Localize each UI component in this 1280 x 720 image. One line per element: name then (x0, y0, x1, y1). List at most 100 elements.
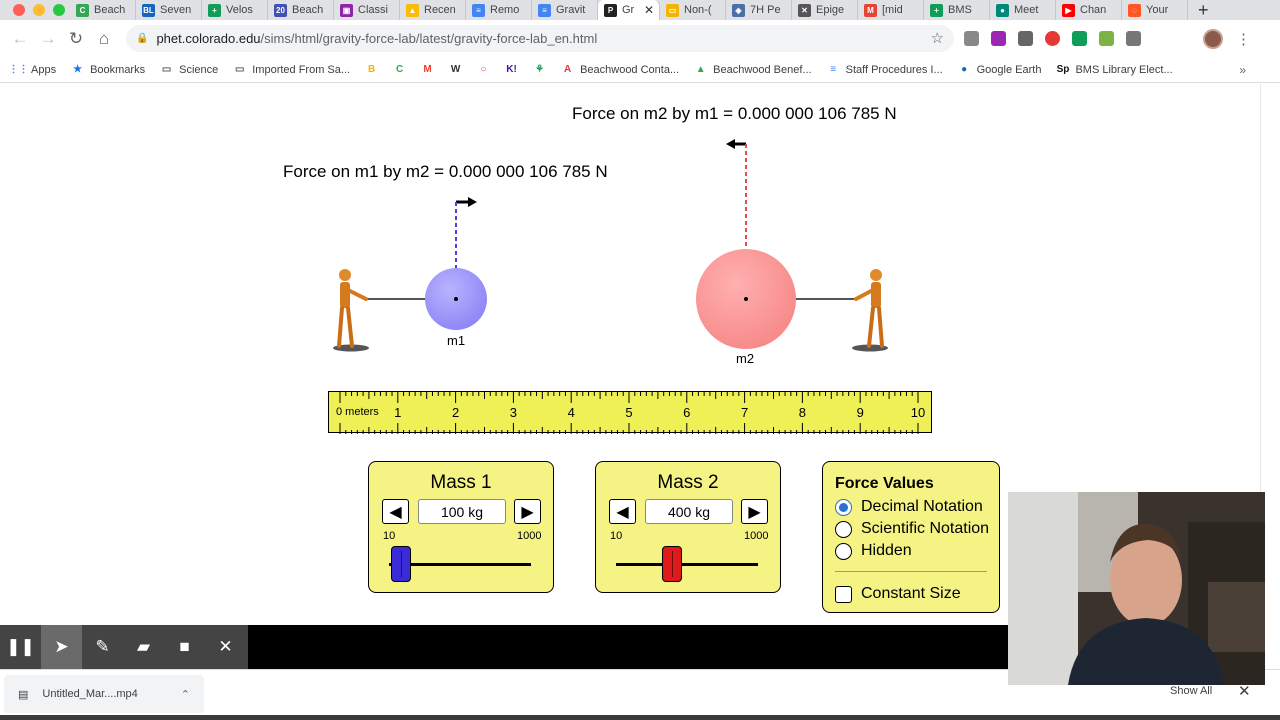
minimize-window-button[interactable] (33, 4, 45, 16)
show-all-button[interactable]: Show All (1170, 685, 1213, 697)
tab-14[interactable]: ●Meet (990, 0, 1056, 20)
tab-5[interactable]: ▲Recen (400, 0, 466, 20)
scientific-notation-option[interactable]: Scientific Notation (835, 520, 989, 538)
menu-icon[interactable]: ⋮ (1236, 31, 1251, 48)
a-icon: A (563, 64, 572, 75)
bookmark-label: Beachwood Conta... (580, 63, 680, 76)
tab-favicon-icon: ▶ (1062, 3, 1075, 17)
download-item[interactable]: ▤ Untitled_Mar....mp4 ⌃ (4, 675, 204, 713)
mass-1-decrease-button[interactable]: ◀ (382, 499, 409, 524)
back-icon[interactable]: ← (11, 28, 29, 48)
ruler-tick-label: 9 (857, 405, 864, 420)
screenshot-ext-icon[interactable] (1018, 31, 1033, 46)
grid-ext-icon[interactable] (1126, 31, 1141, 46)
home-icon[interactable]: ⌂ (98, 28, 110, 48)
constant-size-checkbox[interactable] (835, 585, 852, 603)
bookmark-item[interactable]: ★Bookmarks (71, 63, 145, 76)
radio-decimal[interactable] (835, 498, 852, 516)
tab-10[interactable]: ◈7H Pe (726, 0, 792, 20)
tab-4[interactable]: ▣Classi (334, 0, 400, 20)
browser-toolbar: ← → ↻ ⌂ 🔒 phet.colorado.edu/sims/html/gr… (0, 20, 1280, 57)
tab-2[interactable]: +Velos (202, 0, 268, 20)
forward-icon[interactable]: → (39, 28, 57, 48)
bookmark-item[interactable]: ▲Beachwood Benef... (694, 63, 812, 76)
camera-icon[interactable]: ■ (179, 637, 190, 656)
bookmark-item[interactable]: ○ (477, 63, 490, 76)
close-icon[interactable]: ✕ (218, 637, 233, 656)
page-scrollbar[interactable] (1260, 84, 1280, 624)
tab-label: Remo (490, 4, 520, 16)
hidden-option[interactable]: Hidden (835, 542, 912, 560)
bookmark-item[interactable]: ▭Imported From Sa... (233, 63, 350, 76)
ruler-tick-label: 3 (510, 405, 517, 420)
tab-6[interactable]: ≡Remo (466, 0, 532, 20)
tab-label: Beach (94, 4, 126, 16)
force-values-divider (835, 571, 987, 572)
address-bar[interactable]: 🔒 phet.colorado.edu/sims/html/gravity-fo… (126, 25, 954, 52)
screencastify-ext-icon[interactable] (991, 31, 1006, 46)
tab-7[interactable]: ≡Gravit (532, 0, 598, 20)
profile-avatar[interactable] (1203, 29, 1223, 49)
reload-icon[interactable]: ↻ (68, 28, 84, 48)
lock-icon: 🔒 (136, 33, 149, 44)
mass-1-max-label: 1000 (517, 530, 542, 542)
bookmark-item[interactable]: C (393, 63, 406, 76)
tab-13[interactable]: +BMS (924, 0, 990, 20)
mass-2-slider-thumb[interactable] (662, 546, 682, 582)
eraser-icon[interactable]: ▰ (136, 637, 151, 656)
record-ext-icon[interactable] (1045, 31, 1060, 46)
pause-icon[interactable]: ❚❚ (6, 637, 35, 656)
more-bookmarks-icon[interactable]: » (1239, 63, 1246, 77)
bookmark-label: Bookmarks (90, 63, 146, 76)
bookmark-item[interactable]: W (449, 63, 462, 76)
share-ext-icon[interactable] (1099, 31, 1114, 46)
recorder-tools: ❚❚ ➤ ✎ ▰ ■ ✕ (0, 625, 248, 669)
mass-2-slider-track[interactable] (616, 563, 758, 566)
constant-size-option[interactable]: Constant Size (835, 585, 961, 603)
bookmark-item[interactable]: ≡Staff Procedures I... (827, 63, 942, 76)
chevron-up-icon[interactable]: ⌃ (180, 688, 190, 701)
tab-16[interactable]: ◌Your (1122, 0, 1188, 20)
tab-15[interactable]: ▶Chan (1056, 0, 1122, 20)
bookmark-item[interactable]: A Beachwood Conta... (561, 63, 679, 76)
mass-2-decrease-button[interactable]: ◀ (609, 499, 636, 524)
classroom-ext-icon[interactable] (1072, 31, 1087, 46)
pen-icon[interactable]: ✎ (95, 637, 110, 656)
mass-1-slider-thumb[interactable] (391, 546, 411, 582)
tab-close-icon[interactable]: ✕ (643, 3, 654, 17)
ruler-tick-label: 4 (568, 405, 575, 420)
close-window-button[interactable] (13, 4, 25, 16)
mass-1-increase-button[interactable]: ▶ (514, 499, 541, 524)
bookmark-item[interactable]: M (421, 63, 434, 76)
tab-12[interactable]: M[mid (858, 0, 924, 20)
bookmark-item[interactable]: ●Google Earth (958, 63, 1042, 76)
decimal-notation-option[interactable]: Decimal Notation (835, 498, 983, 516)
tab-9[interactable]: ▭Non-( (660, 0, 726, 20)
force-on-m2-label: Force on m2 by m1 = 0.000 000 106 785 N (572, 104, 897, 123)
bookmark-item[interactable]: ⋮⋮Apps (9, 63, 57, 76)
tab-favicon-icon: ● (996, 3, 1009, 17)
bookmark-item[interactable]: B (365, 63, 378, 76)
maximize-window-button[interactable] (53, 4, 65, 16)
bookmark-star-icon[interactable]: ☆ (930, 30, 944, 47)
close-downloads-icon[interactable]: ✕ (1238, 683, 1251, 700)
tab-11[interactable]: ✕Epige (792, 0, 858, 20)
radio-scientific[interactable] (835, 520, 852, 538)
bookmark-item[interactable]: ▭Science (160, 63, 218, 76)
mass-2-increase-button[interactable]: ▶ (741, 499, 768, 524)
radio-hidden[interactable] (835, 542, 852, 560)
bookmark-item[interactable]: ⚘ (533, 63, 546, 76)
bookmark-item[interactable]: K! (505, 63, 518, 76)
new-tab-button[interactable]: + (1198, 0, 1209, 20)
drive-ext-icon[interactable] (964, 31, 979, 46)
ruler-tick-label: 2 (452, 405, 459, 420)
bookmark-label: Google Earth (976, 63, 1042, 76)
pointer-icon[interactable]: ➤ (41, 625, 82, 669)
mass-1-slider-track[interactable] (389, 563, 531, 566)
